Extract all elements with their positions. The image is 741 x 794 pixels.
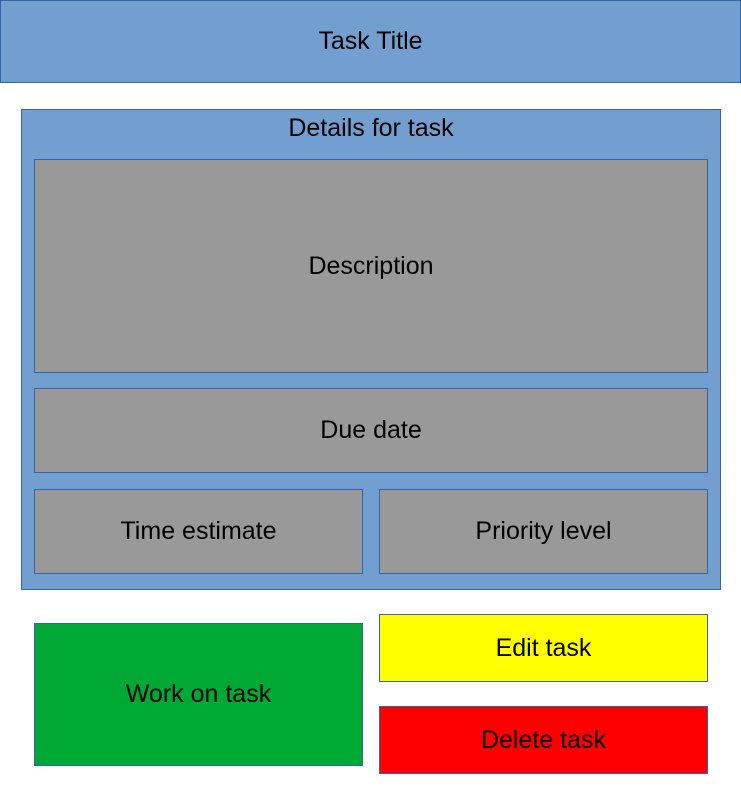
time-estimate-label: Time estimate: [120, 517, 277, 545]
task-title: Task Title: [318, 27, 423, 55]
details-heading: Details for task: [288, 114, 454, 142]
priority-level-label: Priority level: [475, 517, 612, 545]
edit-task-label: Edit task: [495, 633, 592, 662]
task-title-bar: Task Title: [0, 0, 741, 83]
delete-task-label: Delete task: [480, 725, 607, 754]
work-on-task-button[interactable]: Work on task: [34, 623, 363, 766]
priority-level-field: Priority level: [379, 489, 708, 574]
time-estimate-field: Time estimate: [34, 489, 363, 574]
edit-task-button[interactable]: Edit task: [379, 614, 708, 682]
delete-task-button[interactable]: Delete task: [379, 706, 708, 774]
description-field: Description: [34, 159, 708, 373]
due-date-label: Due date: [320, 416, 422, 444]
due-date-field: Due date: [34, 388, 708, 473]
work-on-task-label: Work on task: [125, 680, 272, 708]
description-label: Description: [308, 251, 434, 280]
